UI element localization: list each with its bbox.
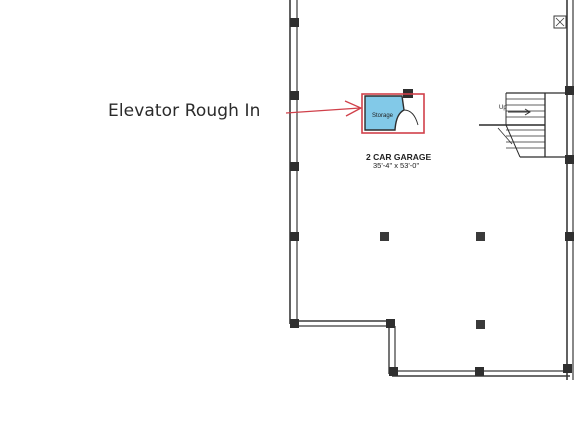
stair-up-label: Up (499, 105, 507, 111)
exterior-wall-right (566, 0, 574, 380)
column (476, 232, 485, 241)
column (565, 86, 574, 95)
garage-title: 2 CAR GARAGE (366, 152, 432, 162)
elevator-rough-in-label: Elevator Rough In (108, 101, 261, 121)
column (475, 367, 484, 376)
top-right-fixture (553, 15, 567, 29)
column (290, 232, 299, 241)
column (290, 162, 299, 171)
column (565, 155, 574, 164)
column (476, 320, 485, 329)
column (389, 367, 398, 376)
column (290, 319, 299, 328)
elevator-rough-in-outline (361, 93, 425, 134)
storage-room (364, 89, 419, 131)
column (565, 232, 574, 241)
storage-label: Storage (372, 113, 394, 119)
garage-dimensions: 35'-4" x 53'-0" (373, 161, 420, 170)
stair (479, 92, 566, 158)
callout-arrow (285, 100, 363, 117)
column (290, 91, 299, 100)
column (563, 364, 572, 373)
column (386, 319, 395, 328)
wall-columns (290, 18, 574, 376)
column (380, 232, 389, 241)
interior-columns (380, 232, 485, 329)
column (290, 18, 299, 27)
exterior-wall-bottom-left (296, 320, 392, 327)
exterior-wall-bottom-jog (388, 323, 396, 374)
